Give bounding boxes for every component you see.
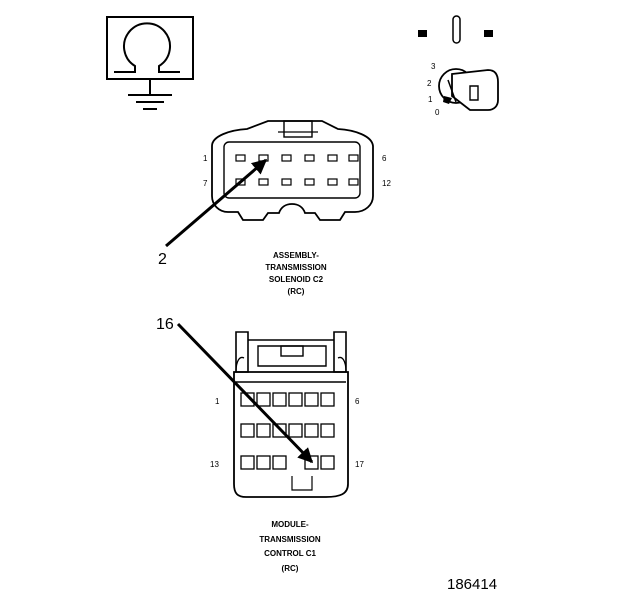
key-blade-icon <box>452 15 461 44</box>
connector-c2-pin-6-label: 6 <box>382 154 387 163</box>
caption-c1-line-1: MODULE- <box>271 520 309 529</box>
connector-c1-outline <box>233 371 349 498</box>
connector-c2: 1 6 7 12 <box>203 120 391 221</box>
connector-c2-pin-12-label: 12 <box>382 179 391 188</box>
figure-number: 186414 <box>447 576 497 593</box>
caption-c1-line-4: (RC) <box>282 564 299 573</box>
caption-c2-line-2: TRANSMISSION <box>265 263 327 272</box>
connector-c2-pin-1-label: 1 <box>203 154 208 163</box>
ignition-position-2: 2 <box>427 79 432 88</box>
connector-c1-caption: MODULE- TRANSMISSION CONTROL C1 (RC) <box>259 520 321 573</box>
connector-c1-left-tower <box>235 331 249 373</box>
callout-16-label: 16 <box>156 316 174 333</box>
callout-2-arrow-icon <box>165 158 268 248</box>
callout-16-arrow-icon <box>176 322 314 464</box>
connector-c1-pin-13-label: 13 <box>210 460 219 469</box>
connector-c2-face <box>223 141 361 199</box>
ohmmeter-symbol <box>106 16 194 110</box>
callout-16: 16 <box>156 316 314 464</box>
ohmmeter-box <box>106 16 194 80</box>
connector-c1-pin-6-label: 6 <box>355 397 360 406</box>
ohm-symbol-icon <box>114 22 180 73</box>
ignition-position-1: 1 <box>428 95 433 104</box>
connector-c2-pin-7-label: 7 <box>203 179 208 188</box>
caption-c2-line-1: ASSEMBLY- <box>273 251 319 260</box>
caption-c2-line-4: (RC) <box>288 287 305 296</box>
caption-c2-line-3: SOLENOID C2 <box>269 275 324 284</box>
connector-c1-pin-1-label: 1 <box>215 397 220 406</box>
connector-c2-cavities <box>235 154 359 186</box>
key-slot-right-icon <box>484 30 493 37</box>
caption-c1-line-2: TRANSMISSION <box>259 535 321 544</box>
ground-icon <box>128 79 172 110</box>
ignition-position-3: 3 <box>431 62 436 71</box>
ignition-key-icon: 3 2 1 0 <box>418 15 499 117</box>
caption-c1-line-3: CONTROL C1 <box>264 549 316 558</box>
connector-c1-right-tower <box>333 331 347 373</box>
connector-c2-outline <box>211 120 374 221</box>
callout-2: 2 <box>158 158 268 268</box>
connector-c1-cavities <box>240 392 335 470</box>
position-indicator-icon <box>443 96 452 104</box>
ignition-position-0: 0 <box>435 108 440 117</box>
connector-c2-caption: ASSEMBLY- TRANSMISSION SOLENOID C2 (RC) <box>265 251 327 296</box>
key-head-icon <box>451 69 499 111</box>
key-slot-left-icon <box>418 30 427 37</box>
connector-c2-latch <box>283 120 313 138</box>
callout-2-label: 2 <box>158 251 167 268</box>
connector-c1-pin-17-label: 17 <box>355 460 364 469</box>
connector-c1: 1 6 13 17 <box>210 331 364 498</box>
